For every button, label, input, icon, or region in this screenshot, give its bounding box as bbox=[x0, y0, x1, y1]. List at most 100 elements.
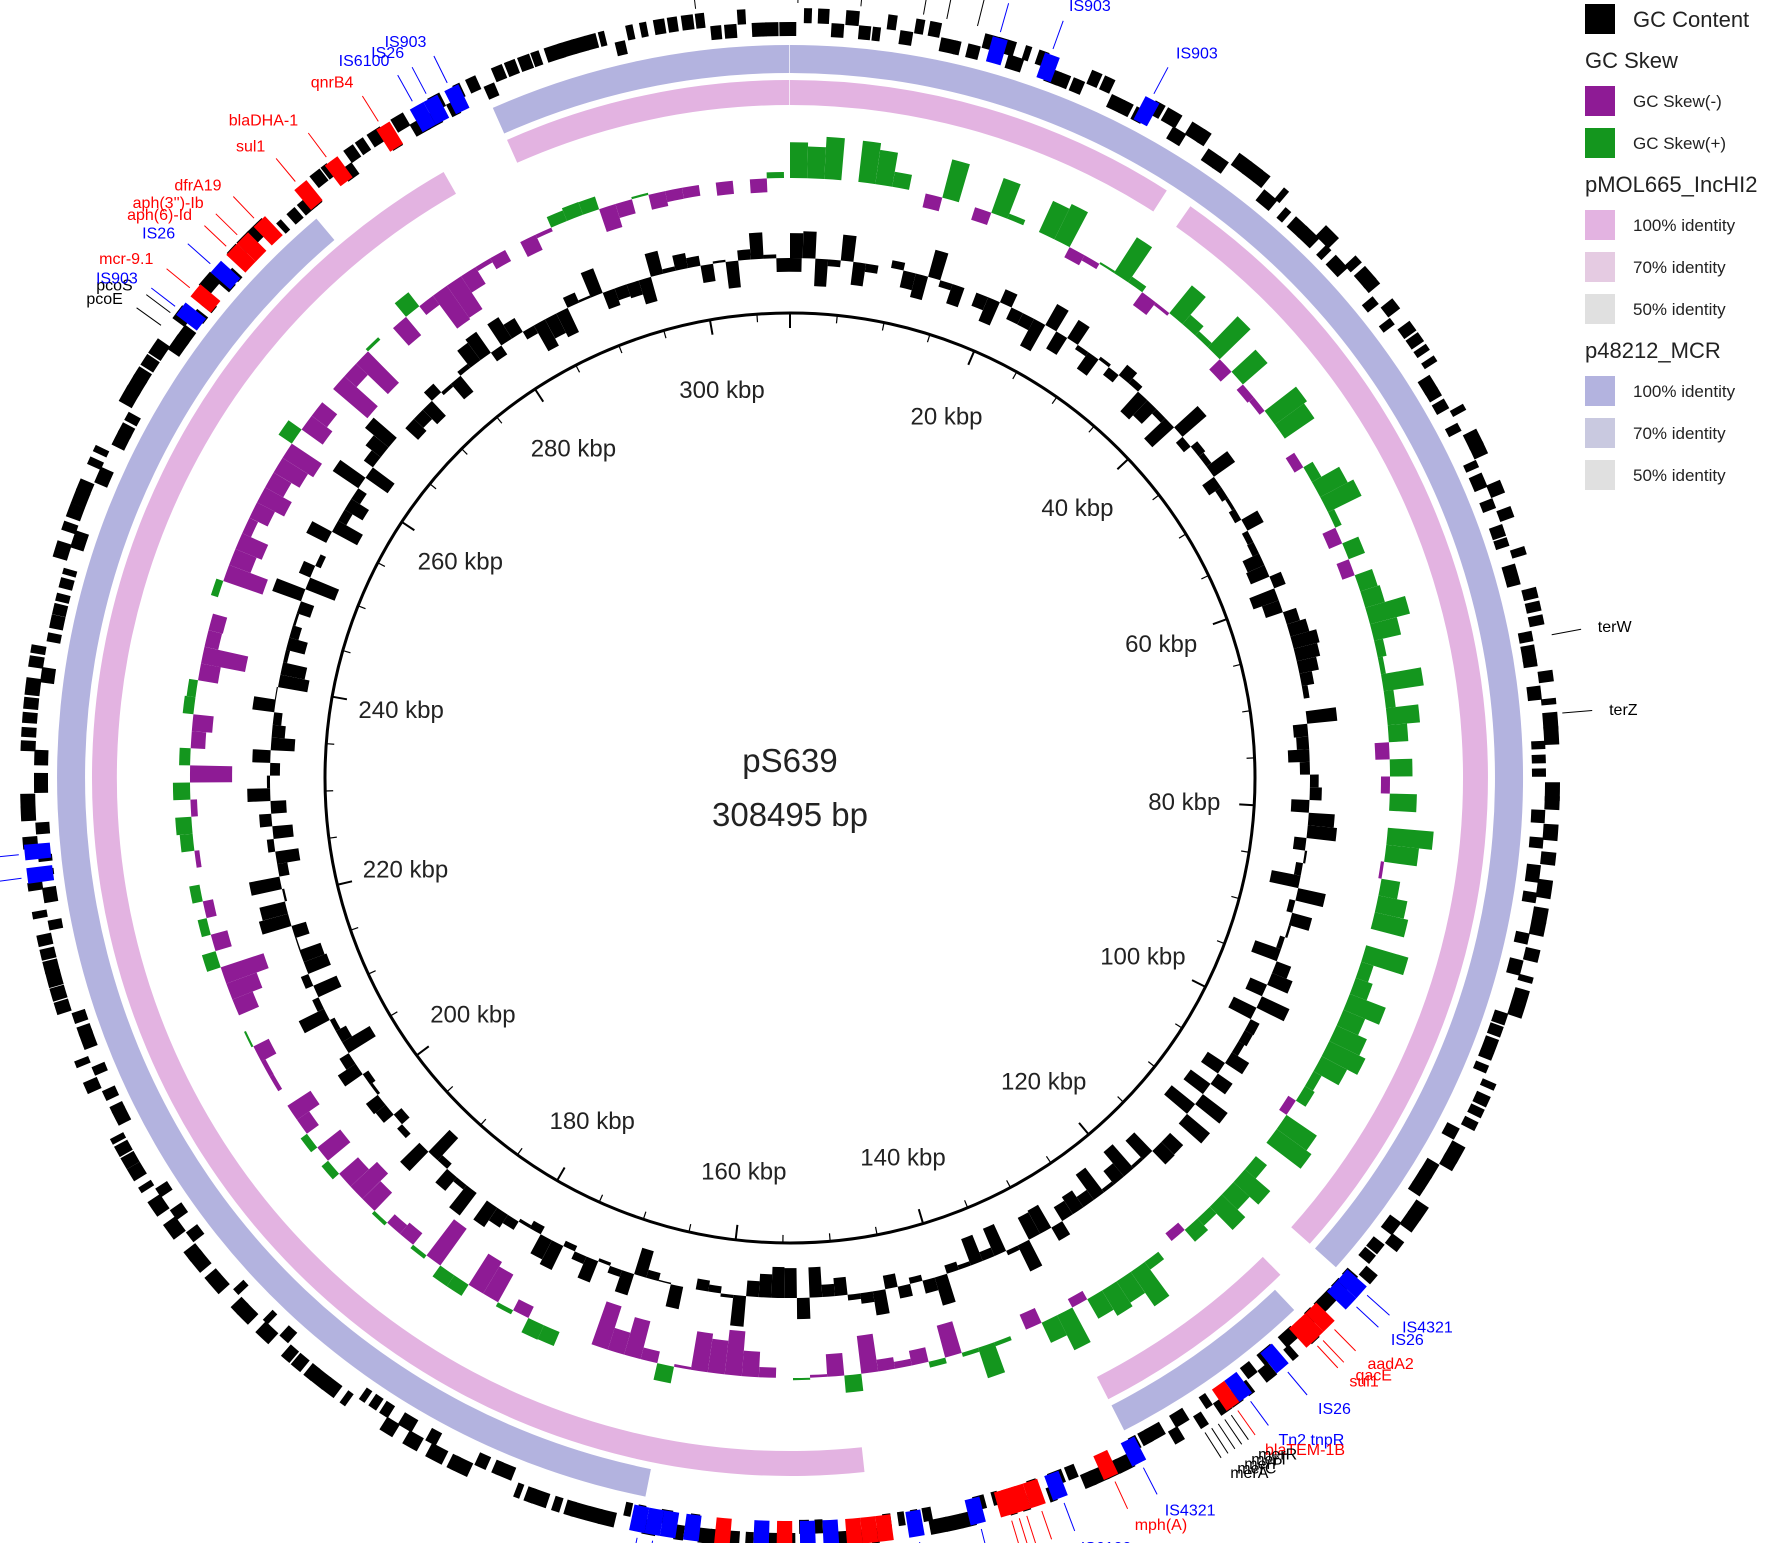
gene-label: mph(A) bbox=[1135, 1517, 1187, 1534]
cds-arrow bbox=[1531, 768, 1546, 777]
gene-label: IS903 bbox=[1176, 45, 1218, 62]
cds-arrow bbox=[779, 21, 793, 37]
legend-entry: 50% identity bbox=[1585, 460, 1772, 490]
gene-label: sul1 bbox=[1349, 1373, 1378, 1390]
gc-skew-bar bbox=[371, 1210, 388, 1226]
gc-content-bar bbox=[614, 284, 631, 301]
cds-arrow bbox=[666, 16, 679, 33]
gene-label: qnrB4 bbox=[311, 75, 354, 92]
gc-skew-bar bbox=[825, 1353, 845, 1377]
legend-label: GC Skew(+) bbox=[1633, 134, 1727, 153]
scale-tick bbox=[1232, 663, 1242, 667]
gene-label: IS903 bbox=[385, 34, 427, 51]
gc-skew-bar bbox=[1342, 536, 1365, 560]
gc-content-bar bbox=[910, 273, 929, 301]
gc-skew-bar bbox=[928, 1357, 947, 1368]
gc-skew-bar bbox=[1087, 1290, 1114, 1319]
legend-label: 70% identity bbox=[1633, 424, 1726, 443]
cds-arrow bbox=[35, 821, 51, 835]
gc-skew-bar bbox=[432, 285, 471, 329]
gc-content-bar bbox=[634, 1247, 654, 1278]
cds-arrow bbox=[1522, 658, 1538, 669]
gc-content-bar bbox=[748, 232, 764, 260]
plasmid-name: pS639 bbox=[742, 742, 837, 779]
gene-leader-line bbox=[923, 0, 927, 15]
cds-arrow bbox=[255, 1321, 279, 1345]
gc-content-bar bbox=[1098, 356, 1111, 368]
gc-content-bar bbox=[1152, 1142, 1175, 1165]
gc-skew-bar bbox=[715, 180, 734, 196]
gc-content-bar bbox=[1303, 850, 1308, 864]
scale-tick bbox=[756, 314, 759, 323]
gc-skew-bar bbox=[490, 250, 512, 270]
gene-leader-line bbox=[1356, 1306, 1379, 1328]
gc-content-bar bbox=[1290, 629, 1320, 649]
cds-arrow bbox=[1507, 1000, 1526, 1019]
cds-arrow bbox=[339, 1390, 354, 1407]
gc-content-bar bbox=[1292, 836, 1307, 851]
gc-skew-bar bbox=[1336, 559, 1355, 580]
cds-arrow bbox=[1460, 1115, 1479, 1132]
cds-arrow bbox=[230, 1296, 249, 1315]
gc-content-bar bbox=[413, 409, 433, 428]
gene-leader-line bbox=[215, 213, 238, 236]
cds-arrow bbox=[491, 1459, 504, 1476]
cds-arrow bbox=[1524, 600, 1542, 614]
gc-skew-bar bbox=[724, 1329, 746, 1377]
gc-content-bar bbox=[796, 1297, 811, 1320]
gc-content-bar bbox=[1164, 1085, 1196, 1114]
gc-content-bar bbox=[1228, 996, 1257, 1020]
gene-leader-line bbox=[1018, 1518, 1028, 1543]
gc-content-bar bbox=[1306, 825, 1337, 842]
legend-swatch bbox=[1585, 460, 1615, 490]
gc-content-bar bbox=[1261, 600, 1283, 618]
cds-arrow bbox=[183, 1243, 203, 1262]
gc-content-bar bbox=[363, 450, 381, 468]
gc-skew-bar bbox=[191, 714, 214, 733]
gc-skew-bar bbox=[1182, 314, 1204, 336]
cds-arrow bbox=[1257, 1362, 1278, 1383]
gc-skew-bar bbox=[419, 295, 440, 315]
gc-content-bar bbox=[1006, 1245, 1020, 1256]
scale-tick bbox=[377, 562, 386, 567]
cds-arrow bbox=[1444, 422, 1462, 438]
gc-skew-ring bbox=[172, 136, 1434, 1393]
highlighted-cds bbox=[1036, 52, 1060, 83]
gene-leader-line bbox=[1317, 1345, 1339, 1369]
gc-content-bar bbox=[1286, 618, 1310, 637]
gc-skew-bar bbox=[198, 663, 221, 684]
cds-arrow bbox=[1315, 225, 1339, 249]
cds-arrow bbox=[1068, 77, 1086, 95]
gc-skew-bar bbox=[653, 1363, 674, 1384]
scale-tick bbox=[1012, 371, 1018, 380]
gc-skew-bar bbox=[182, 695, 196, 715]
highlighted-cds bbox=[845, 1517, 863, 1543]
scale-tick bbox=[618, 345, 623, 354]
gc-skew-bar bbox=[229, 549, 257, 573]
scale-tick bbox=[328, 836, 337, 839]
gc-content-bar bbox=[259, 813, 273, 828]
gene-label: Tn2 tnpR bbox=[1279, 1432, 1345, 1449]
gc-content-bar bbox=[1228, 508, 1242, 524]
gc-content-bar bbox=[1175, 436, 1191, 453]
gene-leader-line bbox=[860, 0, 862, 7]
gc-content-bar bbox=[453, 1177, 467, 1190]
gc-content-bar bbox=[763, 254, 777, 259]
highlighted-cds bbox=[875, 1514, 894, 1542]
gc-skew-bar bbox=[179, 747, 191, 766]
gc-content-bar bbox=[423, 383, 442, 401]
cds-arrow bbox=[1531, 740, 1546, 750]
gc-skew-bar bbox=[599, 204, 623, 232]
gc-content-bar bbox=[1017, 1212, 1041, 1240]
cds-arrow bbox=[965, 43, 981, 60]
cds-arrow bbox=[76, 1023, 93, 1037]
gc-content-bar bbox=[979, 1247, 995, 1261]
gc-skew-bar bbox=[301, 415, 333, 445]
cds-arrow bbox=[1212, 156, 1229, 174]
gc-content-bar bbox=[258, 913, 292, 935]
cds-arrow bbox=[1501, 563, 1519, 581]
highlighted-cds bbox=[1022, 1478, 1046, 1509]
highlighted-cds bbox=[26, 865, 55, 884]
legend-swatch bbox=[1585, 4, 1615, 34]
